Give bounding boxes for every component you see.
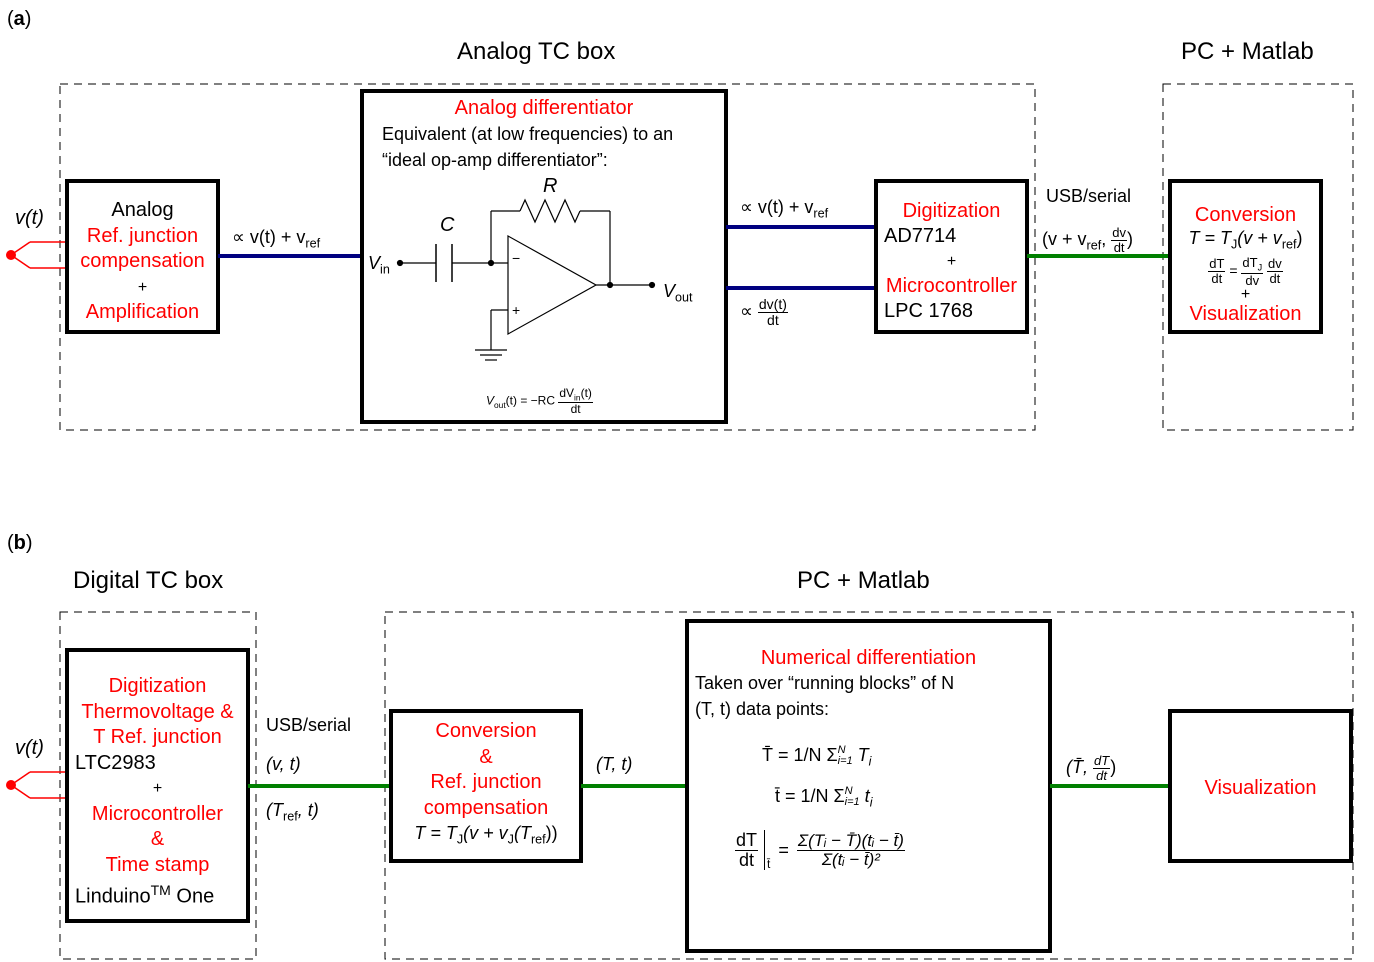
tuple-T-t: (T, t) [596,754,633,774]
thermocouple-junction-b [6,780,16,790]
usb-label-a: USB/serial [1046,186,1132,206]
vin-label: Vin [368,253,390,277]
group-digital-title: Digital TC box [73,567,224,594]
resistor-label: R [543,175,558,197]
opamp-schematic [396,198,656,361]
diff-title: Analog differentiator [454,97,634,119]
num-desc-2: (T, t) data points: [695,699,830,719]
diff-formula: Vout(t) = −RC dVin(t)dt [486,386,593,417]
opamp-plus: + [512,302,521,318]
thermocouple-symbol-b [10,771,67,799]
group-pc-title-b: PC + Matlab [797,567,930,594]
vis-label-b: Visualization [1204,777,1317,799]
num-desc-1: Taken over “running blocks” of N [695,673,955,693]
thermocouple-symbol-a [10,241,67,269]
block-amplification [65,179,220,334]
wire3-label: ∝ dv(t)dt [740,296,788,328]
block-numerical-differentiation [685,619,1052,953]
block-digitization-b-text: Digitization Thermovoltage & T Ref. junc… [75,675,234,908]
usb-label-b: USB/serial [266,715,352,735]
block-conversion-b-text: Conversion & Ref. junction compensation … [414,720,558,847]
group-analog-title: Analog TC box [457,38,616,65]
vout-label: Vout [663,281,693,305]
group-pc-title-a: PC + Matlab [1181,38,1314,65]
input-label-a: v(t) [15,207,44,229]
wire1-label: ∝ v(t) + vref [232,227,321,251]
thermocouple-junction-a [6,250,16,260]
tuple-v-t: (v, t) [266,754,301,774]
panel-a-label: (a) [7,8,32,30]
block-visualization-b [1168,709,1353,863]
panel-b-label: (b) [7,532,33,554]
num-title: Numerical differentiation [760,647,977,669]
wire2-label: ∝ v(t) + vref [740,197,829,221]
block-digitization-text: Digitization AD7714 + Microcontroller LP… [884,200,1018,322]
capacitor-label: C [440,214,455,236]
block-conversion-b [389,709,583,863]
block-amplification-text: Analog Ref. junction compensation + Ampl… [80,199,205,323]
opamp-minus: − [512,250,521,266]
diff-desc-2: “ideal op-amp differentiator”: [382,150,608,170]
input-label-b: v(t) [15,737,44,759]
tuple-tref-t: (Tref, t) [266,800,319,824]
block-conversion-a [1168,179,1323,334]
diff-desc-1: Equivalent (at low frequencies) to an [382,124,674,144]
